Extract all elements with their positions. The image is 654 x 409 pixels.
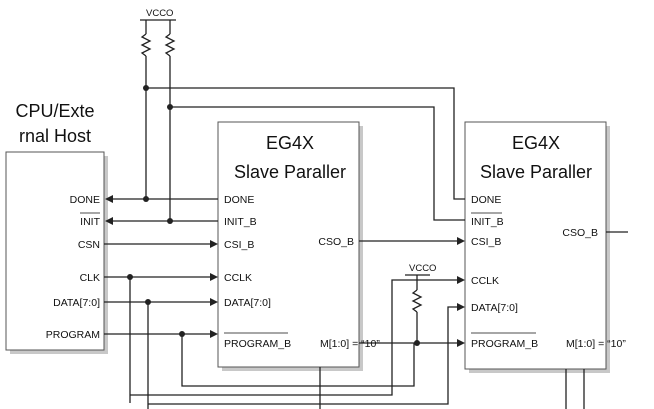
fpga1-pin-csi-b: CSI_B	[224, 239, 254, 251]
done-bus-to-fpga2	[146, 87, 465, 200]
fpga2-title-line2: Slave Paraller	[480, 162, 592, 182]
fpga1-title-line1: EG4X	[266, 133, 314, 153]
fpga2-pin-cclk: CCLK	[471, 275, 499, 287]
program-bus-to-fpga2	[181, 334, 415, 387]
host-title-line1: CPU/Exte	[15, 101, 94, 121]
host-box	[5, 151, 105, 351]
fpga1-mode: M[1:0] = “10”	[320, 338, 380, 350]
fpga1-box	[217, 121, 360, 368]
pullup-resistor-init	[164, 33, 176, 57]
fpga1-pin-cclk: CCLK	[224, 272, 252, 284]
fpga2-mode: M[1:0] = “10”	[566, 338, 626, 350]
fpga1-pin-init-b: INIT_B	[224, 216, 257, 228]
fpga2-title-line1: EG4X	[512, 133, 560, 153]
fpga1-pin-cso-b: CSO_B	[318, 236, 354, 248]
host-pin-done: DONE	[70, 194, 100, 206]
fpga2-pin-init-b: INIT_B	[471, 216, 504, 228]
fpga1-title-line2: Slave Paraller	[234, 162, 346, 182]
vcco-top-label: VCCO	[146, 8, 173, 19]
host-title-line2: rnal Host	[19, 126, 91, 146]
pullup-resistor-program	[411, 289, 423, 313]
fpga2-pin-csi-b: CSI_B	[471, 236, 501, 248]
fpga2-box	[464, 121, 607, 370]
fpga1-pin-done: DONE	[224, 194, 254, 206]
fpga1-pin-data: DATA[7:0]	[224, 297, 271, 309]
host-pin-data: DATA[7:0]	[53, 297, 100, 309]
host-pin-init: INIT	[80, 216, 100, 228]
pullup-resistor-done	[140, 33, 152, 57]
fpga2-pin-cso-b: CSO_B	[562, 227, 598, 239]
fpga2-pin-data: DATA[7:0]	[471, 302, 518, 314]
host-pin-clk: CLK	[80, 272, 100, 284]
data-bus-to-fpga2	[148, 306, 457, 405]
fpga2-pin-program-b: PROGRAM_B	[471, 338, 538, 350]
vcco-mid-label: VCCO	[409, 263, 436, 274]
fpga1-pin-program-b: PROGRAM_B	[224, 338, 291, 350]
fpga2-pin-done: DONE	[471, 194, 501, 206]
cclk-bus-to-fpga2	[130, 279, 457, 396]
host-pin-program: PROGRAM	[46, 329, 100, 341]
host-pin-csn: CSN	[78, 239, 100, 251]
init-bus-to-fpga2	[170, 106, 465, 221]
